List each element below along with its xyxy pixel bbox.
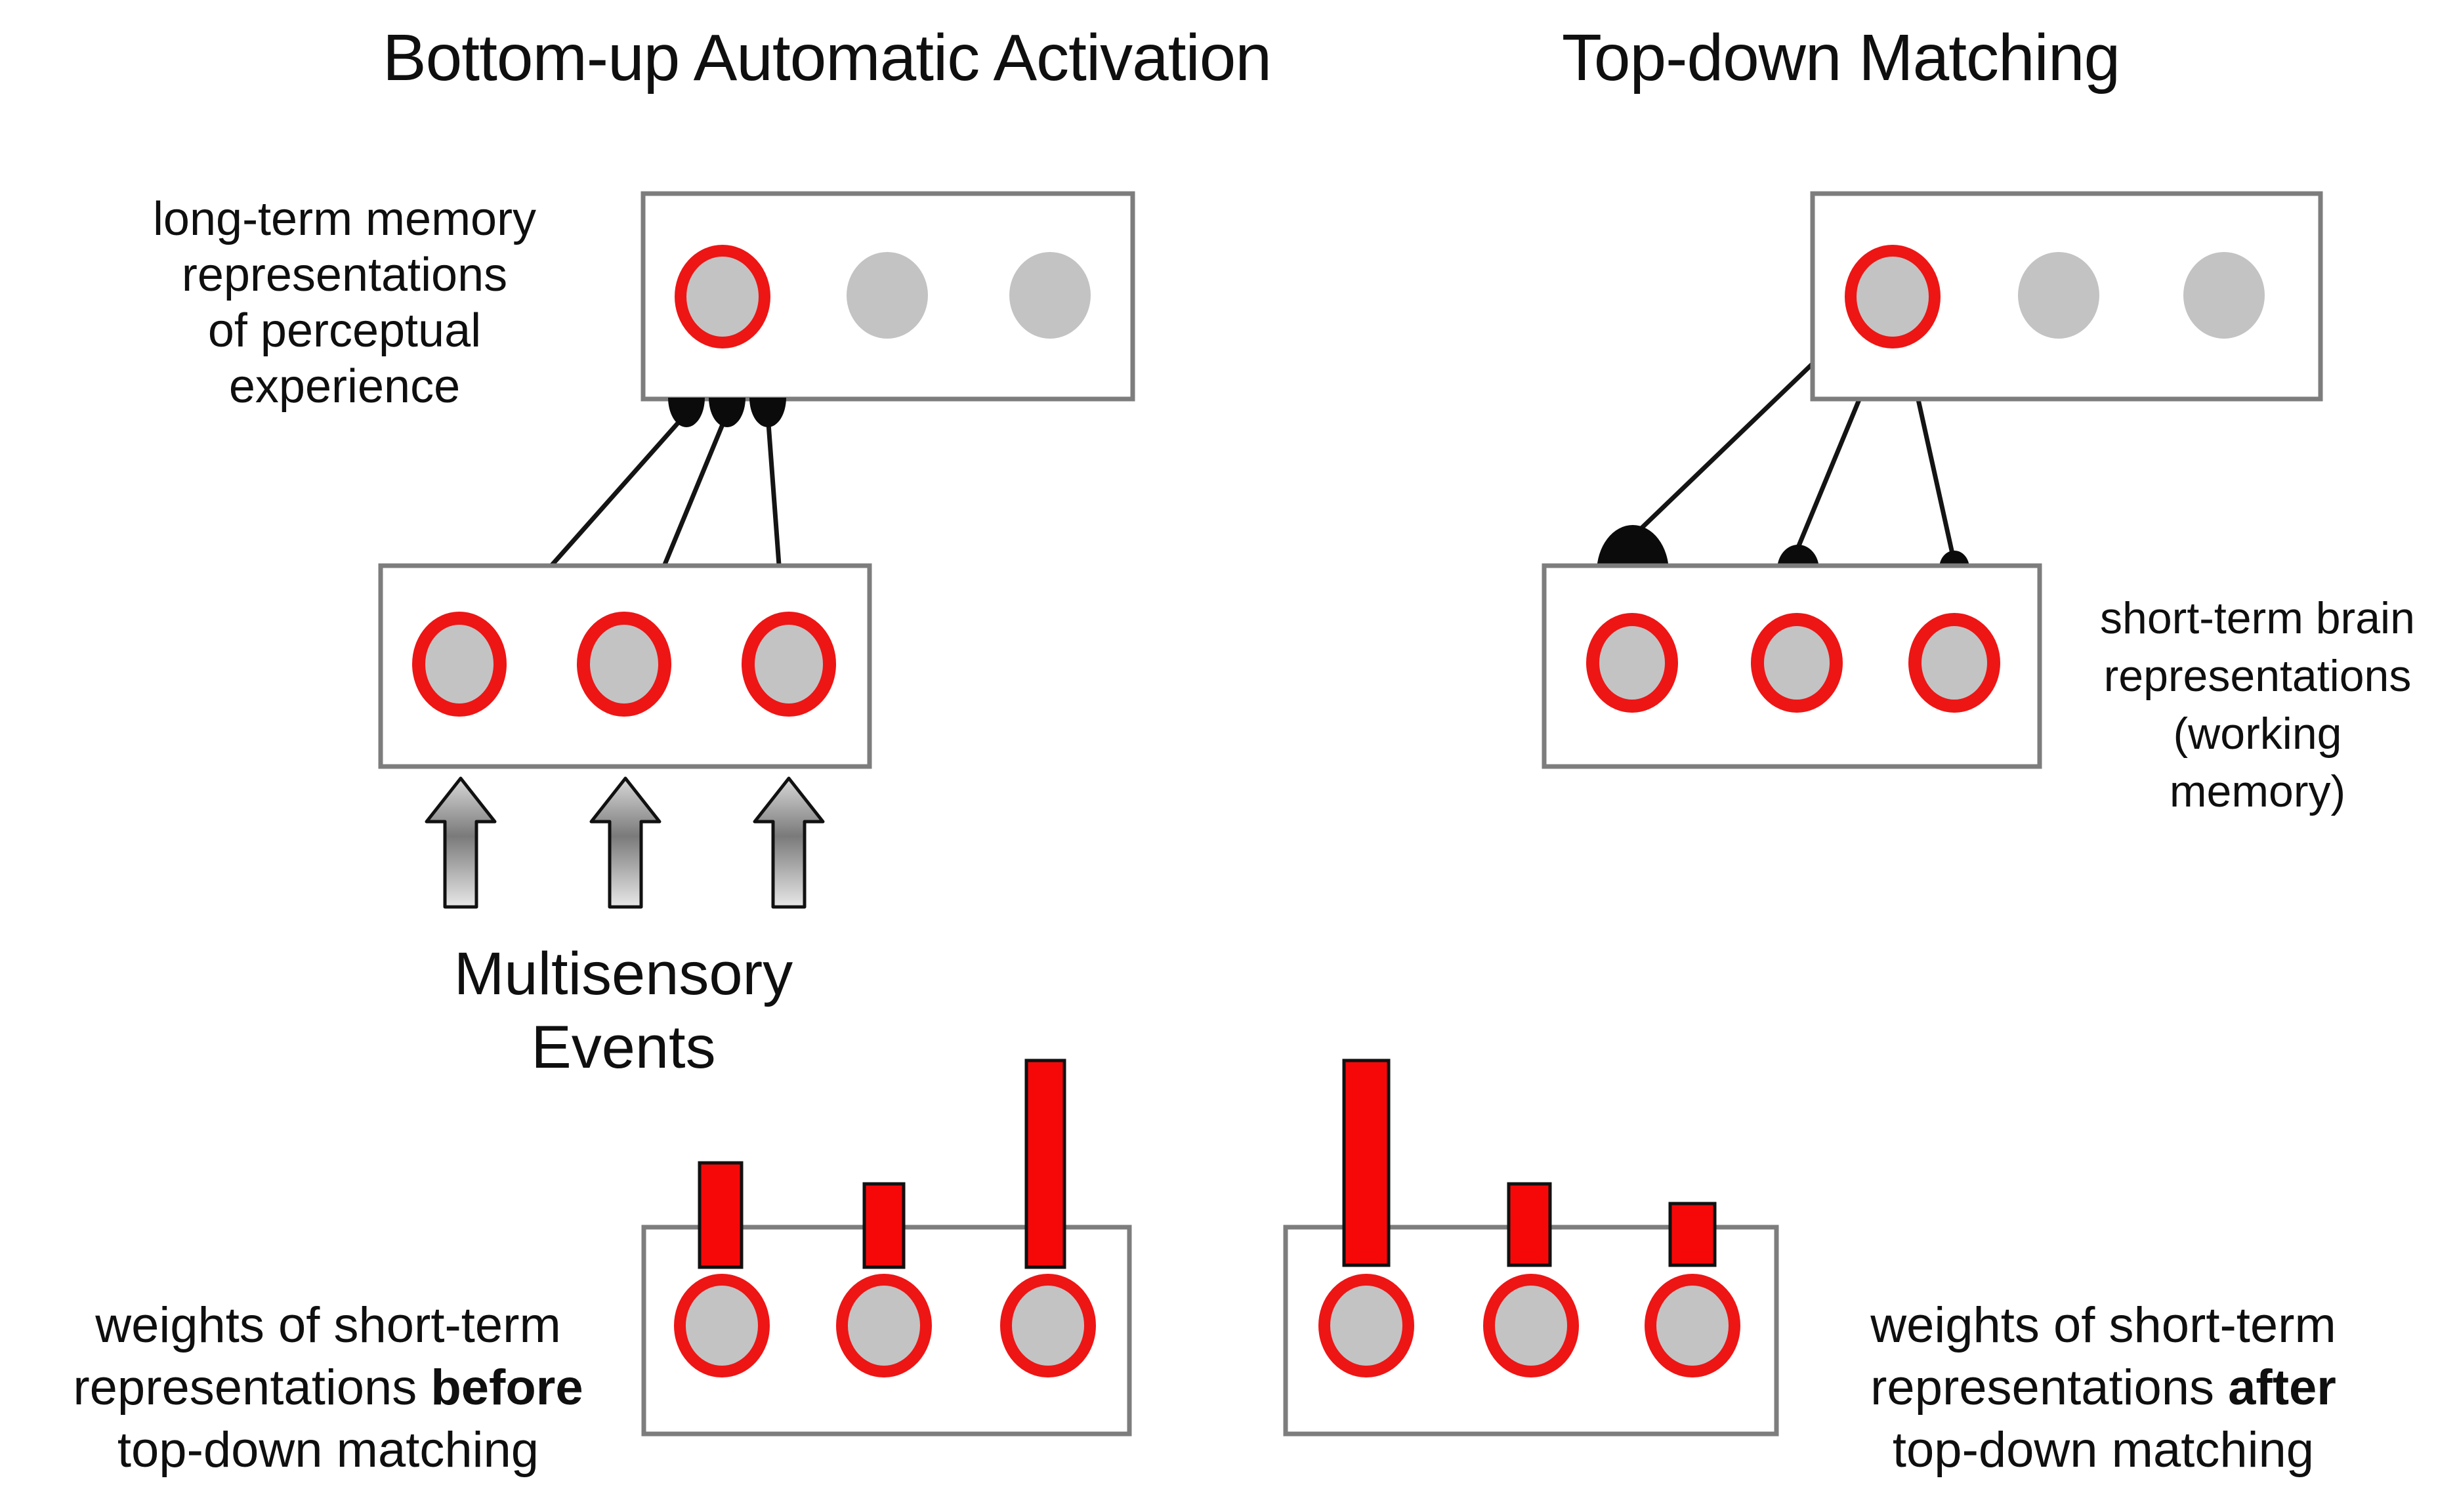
stm-unit-active (1318, 1274, 1414, 1377)
ltm-unit-activated (675, 245, 770, 348)
synapse-dot (749, 398, 786, 427)
stm-unit-active (836, 1274, 932, 1377)
ltm-left-box (640, 191, 1135, 427)
label-bold-after: after (2228, 1360, 2336, 1416)
label-line: memory) (2169, 766, 2346, 816)
label-line: top-down matching (117, 1422, 539, 1478)
label-line-part: representations (1870, 1360, 2229, 1416)
weight-bar (1507, 1182, 1552, 1267)
ltm-unit-activated (1845, 245, 1941, 348)
stm-unit-active (1000, 1274, 1096, 1377)
stm-unit-active (1751, 613, 1843, 713)
synapse-dot (668, 398, 705, 427)
match-dome-large (1597, 525, 1669, 572)
label-line: long-term memory (152, 193, 537, 245)
label-line: (working (2173, 709, 2342, 759)
title-top-down: Top-down Matching (1561, 21, 2120, 94)
stm-unit-active (1586, 613, 1678, 713)
label-line-part: representations (73, 1360, 431, 1416)
stm-unit-active (742, 612, 836, 717)
label-line: Multisensory (453, 940, 793, 1007)
short-term-brain-label: short-term brain representations (workin… (2061, 589, 2454, 820)
ltm-unit-inactive (2183, 252, 2265, 339)
ltm-unit-inactive (1009, 252, 1091, 339)
synapse-dot (709, 398, 746, 427)
weights-after-group (1283, 1059, 1779, 1437)
weight-bar (698, 1161, 744, 1269)
ltm-right-box (1810, 191, 2323, 402)
stm-left-box (378, 563, 872, 769)
multisensory-events-label: Multisensory Events (368, 937, 879, 1084)
label-bold-before: before (430, 1360, 583, 1416)
label-line: weights of short-term (1870, 1297, 2336, 1353)
up-arrow-icon (425, 776, 497, 909)
stm-unit-active (577, 612, 671, 717)
weight-bar (1668, 1202, 1717, 1267)
weights-before-group (641, 1059, 1132, 1437)
weights-before-label: weights of short-term representations be… (30, 1294, 627, 1481)
stm-unit-active (412, 612, 507, 717)
multisensory-arrows (425, 776, 825, 909)
label-line: of perceptual (207, 304, 482, 357)
label-line: experience (228, 360, 461, 413)
ltm-unit-inactive (847, 252, 928, 339)
stm-unit-active (1483, 1274, 1579, 1377)
label-line: short-term brain (2100, 593, 2415, 643)
label-line: weights of short-term (95, 1297, 561, 1353)
weights-after-label: weights of short-term representations af… (1818, 1294, 2389, 1481)
up-arrow-icon (753, 776, 825, 909)
stm-unit-active (1908, 613, 2000, 713)
weight-bar (1342, 1059, 1391, 1267)
label-line: representations (2103, 651, 2412, 701)
ltm-unit-inactive (2018, 252, 2099, 339)
weight-bar (862, 1182, 906, 1269)
long-term-memory-label: long-term memory representations of perc… (85, 192, 604, 415)
up-arrow-icon (589, 776, 662, 909)
stm-unit-active (1645, 1274, 1740, 1377)
label-line: representations before (30, 1356, 627, 1419)
label-line: top-down matching (1892, 1422, 2315, 1478)
label-line: representations (181, 249, 508, 301)
label-line: Events (531, 1014, 716, 1081)
label-line: representations after (1818, 1356, 2389, 1419)
stm-unit-active (674, 1274, 770, 1377)
title-bottom-up: Bottom-up Automatic Activation (382, 21, 1272, 94)
stm-right-box (1542, 525, 2042, 769)
weight-bar (1024, 1059, 1066, 1269)
